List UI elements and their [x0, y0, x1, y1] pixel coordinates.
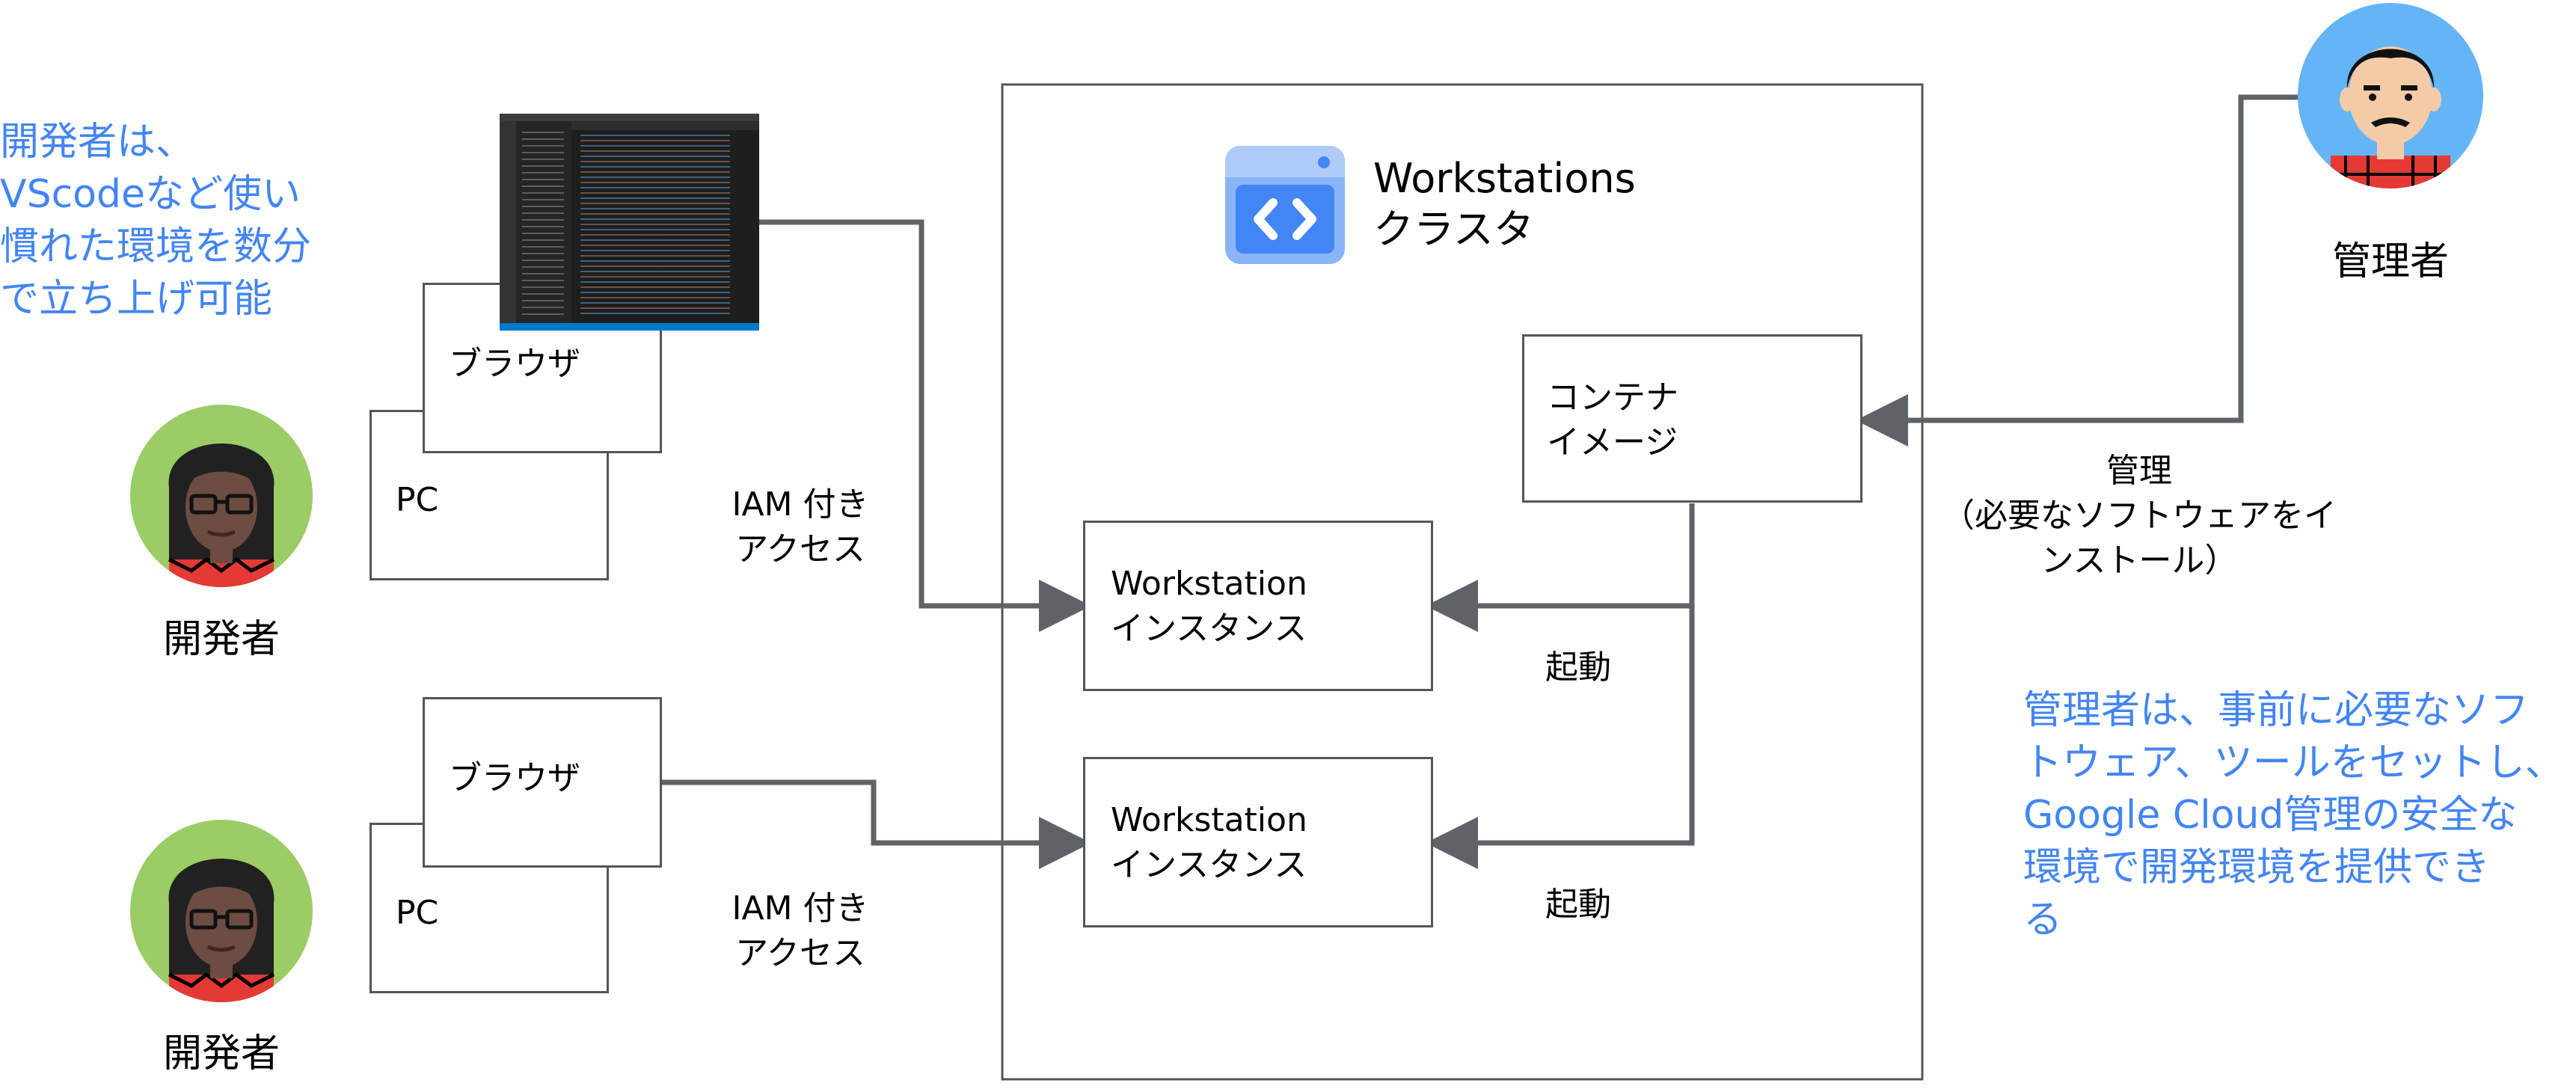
person-developer-icon [130, 405, 313, 587]
connector-admin-image [1856, 94, 2307, 447]
launch-label: 起動 [1545, 886, 1611, 924]
developer-label: 開発者 [162, 617, 280, 662]
pc-label: PC [396, 894, 439, 932]
manage-label: 管理 （必要なソフトウェアをイ ンストール） [1942, 452, 2337, 580]
pc-label: PC [396, 481, 439, 519]
access-label: IAM 付き アクセス [732, 889, 869, 972]
connector-browser1-instance1 [759, 219, 1091, 632]
vscode-overlay [500, 114, 759, 331]
developer-note: 開発者は、 VScodeなど使い 慣れた環境を数分 で立ち上げ可能 [0, 120, 312, 322]
workstation-instance-box: Workstation インスタンス [1083, 757, 1433, 927]
admin-note: 管理者は、事前に必要なソフ トウェア、ツールをセットし、 Google Clou… [2023, 688, 2564, 942]
access-label: IAM 付き アクセス [732, 485, 869, 568]
person-admin-icon [2298, 3, 2483, 188]
connector-image-instance2 [1426, 606, 1695, 869]
developer-label: 開発者 [162, 1031, 280, 1076]
browser-label: ブラウザ [449, 759, 580, 797]
container-image-label: コンテナ イメージ [1547, 378, 1678, 461]
workstation-instance-label: Workstation インスタンス [1111, 801, 1307, 884]
workstations-product-icon [1225, 146, 1345, 264]
workstation-instance-label: Workstation インスタンス [1111, 565, 1307, 648]
workstation-instance-box: Workstation インスタンス [1083, 521, 1433, 691]
browser-box: ブラウザ [423, 697, 662, 868]
cluster-title: Workstations クラスタ [1373, 155, 1636, 253]
launch-label: 起動 [1545, 648, 1611, 687]
browser-label: ブラウザ [449, 345, 580, 383]
connector-browser2-instance2 [662, 779, 1091, 869]
admin-label: 管理者 [2331, 239, 2449, 284]
container-image-box: コンテナ イメージ [1522, 334, 1862, 503]
person-developer-icon [130, 820, 313, 1002]
